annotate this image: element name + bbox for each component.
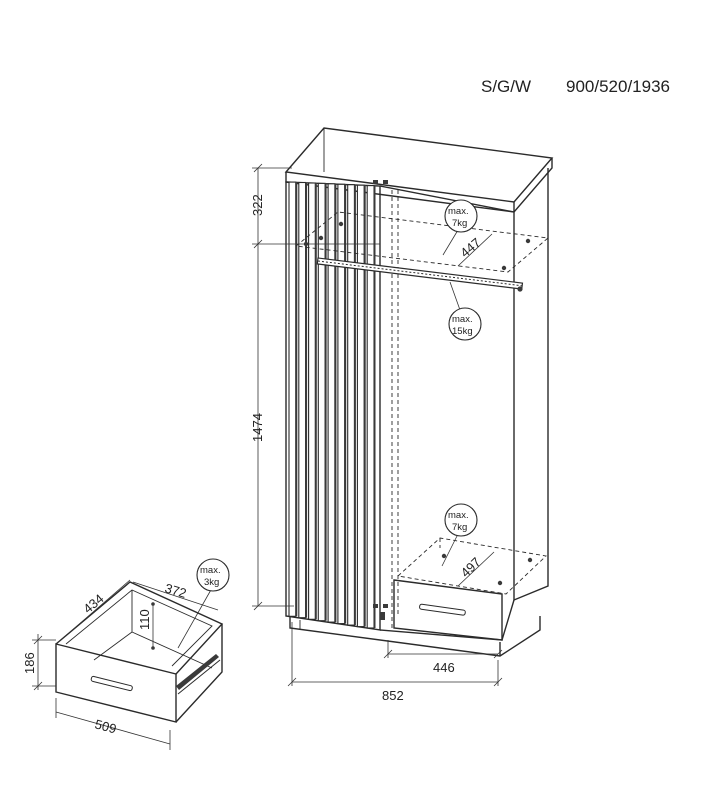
svg-text:max.: max. xyxy=(200,565,221,576)
door-slat xyxy=(347,184,356,626)
bottom-shelf xyxy=(397,537,547,595)
drawer-dimension-lines xyxy=(32,579,219,750)
svg-text:7kg: 7kg xyxy=(452,218,467,229)
dim-drawer-depth: 434 xyxy=(80,591,106,616)
svg-text:3kg: 3kg xyxy=(204,577,219,588)
door-slat-shadow xyxy=(334,183,337,623)
model-code: S/G/W xyxy=(481,77,531,96)
door-slat xyxy=(366,185,375,629)
door-hinges xyxy=(373,180,388,620)
dim-top-height: 322 xyxy=(250,194,265,216)
door-slat-shadow xyxy=(344,184,347,624)
svg-text:max.: max. xyxy=(452,314,473,325)
load-label-drawer: max. 3kg xyxy=(196,558,230,592)
dimension-lines xyxy=(252,163,503,687)
door-slat-shadow xyxy=(324,183,327,621)
hanging-rail xyxy=(316,257,525,292)
door-slat-shadow xyxy=(305,182,308,618)
load-label-bottom-shelf: max. 7kg xyxy=(441,503,478,567)
dim-shelf-depth-bottom: 497 xyxy=(458,554,484,580)
dim-body-height: 1474 xyxy=(250,413,265,442)
wardrobe-drawer xyxy=(393,579,503,641)
door-slat-shadow xyxy=(373,185,376,628)
svg-text:max.: max. xyxy=(448,206,469,217)
drawer-detail xyxy=(55,581,224,723)
load-label-rail: max. 15kg xyxy=(448,281,482,341)
dim-drawer-inner-width: 372 xyxy=(163,580,188,600)
dim-width-total: 852 xyxy=(382,688,404,703)
door-slat xyxy=(327,183,336,623)
dim-drawer-inner-height: 110 xyxy=(137,609,152,630)
door-slat xyxy=(298,181,307,619)
svg-text:7kg: 7kg xyxy=(452,522,467,533)
dim-drawer-height: 186 xyxy=(22,652,37,674)
door-slat-shadow xyxy=(295,182,298,617)
door-slat-shadow xyxy=(314,183,317,620)
door-slat-shadow xyxy=(353,184,356,626)
door-slat xyxy=(288,181,297,617)
model-size: 900/520/1936 xyxy=(566,77,670,96)
top-shelf xyxy=(294,211,550,273)
dim-drawer-width: 509 xyxy=(93,716,118,736)
dim-shelf-depth-top: 447 xyxy=(457,235,483,260)
dim-width-half: 446 xyxy=(433,660,455,675)
svg-text:max.: max. xyxy=(448,510,469,521)
load-label-top-shelf: max. 7kg xyxy=(442,199,478,256)
door-slat xyxy=(337,183,346,625)
door-slat xyxy=(356,184,365,628)
door-slat-shadow xyxy=(363,185,366,627)
svg-text:15kg: 15kg xyxy=(452,326,473,337)
vertical-slats xyxy=(288,181,376,629)
